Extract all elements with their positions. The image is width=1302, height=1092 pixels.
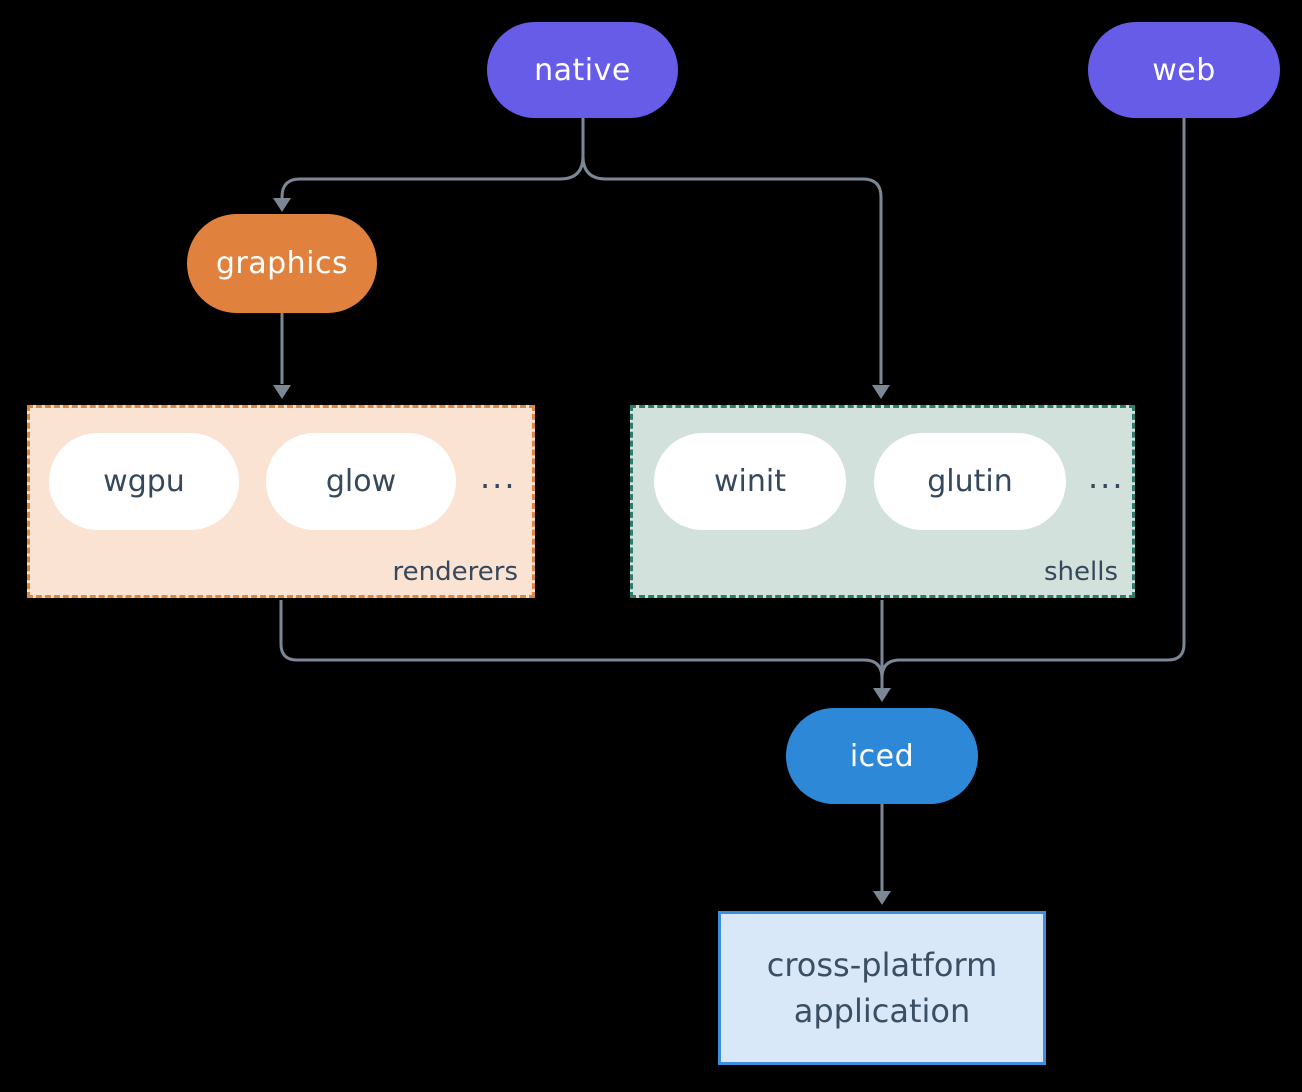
node-native: native (487, 22, 678, 118)
node-web: web (1088, 22, 1280, 118)
shells-group-label: shells (1043, 557, 1118, 587)
shells-ellipsis: ... (1088, 458, 1125, 496)
arrowhead-renderers (273, 385, 291, 399)
arrowhead-iced (873, 688, 891, 702)
node-graphics-label: graphics (215, 246, 349, 281)
app-label-line1: cross-platform (766, 945, 998, 984)
node-iced: iced (786, 708, 978, 804)
edge-native-shells (581, 155, 883, 384)
node-iced-label: iced (849, 738, 915, 774)
node-glutin-label: glutin (927, 464, 1013, 499)
renderers-ellipsis: ... (480, 458, 517, 496)
node-wgpu: wgpu (49, 433, 239, 530)
edge-renderers-iced (279, 600, 884, 679)
node-native-label: native (534, 52, 631, 88)
app-label-line2: application (793, 992, 971, 1030)
group-renderers: wgpu glow ... renderers (27, 405, 535, 598)
edge-native-graphics (280, 118, 585, 198)
arrowhead-app (873, 891, 891, 905)
group-shells: winit glutin ... shells (630, 405, 1135, 598)
node-glow: glow (266, 433, 456, 530)
node-wgpu-label: wgpu (103, 464, 185, 499)
arrowhead-shells (872, 385, 890, 399)
node-graphics: graphics (187, 214, 377, 313)
node-glow-label: glow (325, 464, 397, 499)
node-winit-label: winit (714, 464, 786, 499)
node-winit: winit (654, 433, 846, 530)
node-glutin: glutin (874, 433, 1066, 530)
node-cross-platform-application: cross-platform application (718, 911, 1046, 1065)
arrowhead-graphics (273, 198, 291, 212)
renderers-group-label: renderers (392, 557, 518, 587)
node-web-label: web (1152, 52, 1216, 88)
edge-web-iced (880, 118, 1186, 679)
